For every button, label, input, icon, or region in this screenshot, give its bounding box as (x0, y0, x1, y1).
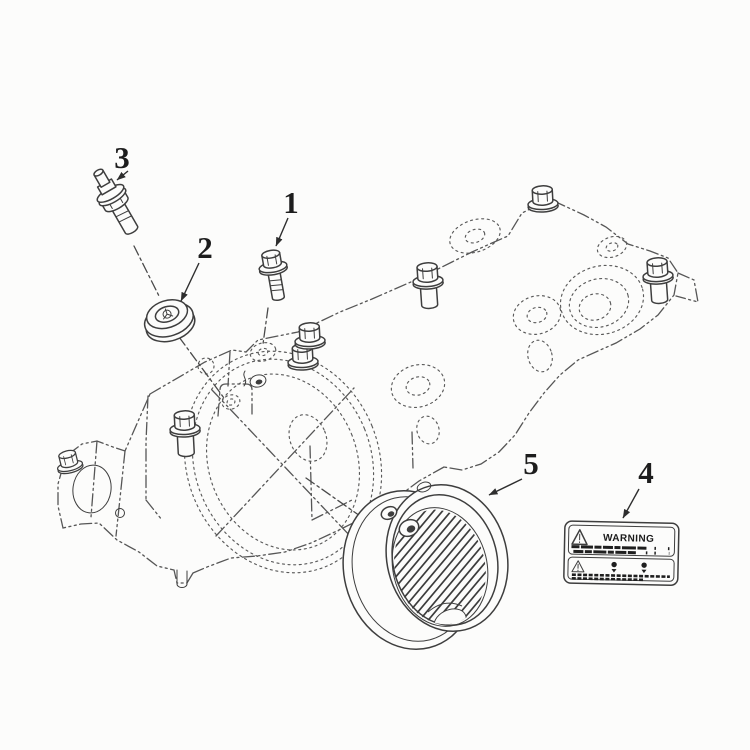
leader-line (622, 488, 640, 519)
fine-print-line (571, 577, 644, 582)
callout-2: 2 (180, 230, 213, 302)
fine-print-line (571, 573, 670, 579)
callout-label-2: 2 (197, 230, 213, 265)
assembly-centerlines (133, 245, 381, 531)
leader-line (116, 170, 129, 181)
callout-label-1: 1 (283, 185, 299, 220)
leader-line (180, 262, 200, 302)
gear-housing-drawing (53, 184, 699, 588)
fine-print-line (571, 545, 672, 551)
part-5-screen-cover (342, 481, 509, 650)
callout-label-4: 4 (638, 455, 654, 490)
callout-label-5: 5 (523, 446, 539, 481)
callout-4: 4 (622, 455, 654, 519)
warning-triangle-icon (571, 560, 585, 573)
callout-label-3: 3 (114, 140, 130, 175)
callout-1: 1 (275, 185, 299, 247)
warning-heading: WARNING (603, 533, 654, 545)
fine-print-line (573, 549, 670, 555)
part-4-warning-decal: WARNING (563, 520, 680, 586)
callout-5: 5 (488, 446, 539, 496)
hazard-symbol-icon (611, 561, 647, 574)
warning-triangle-icon (571, 529, 588, 546)
leader-line (488, 478, 523, 496)
part-1-flange-bolt (258, 249, 289, 302)
part-3-sensor-fitting (93, 168, 139, 235)
callout-3: 3 (114, 140, 130, 181)
part-2-grommet (143, 299, 196, 343)
leader-line (275, 217, 289, 247)
